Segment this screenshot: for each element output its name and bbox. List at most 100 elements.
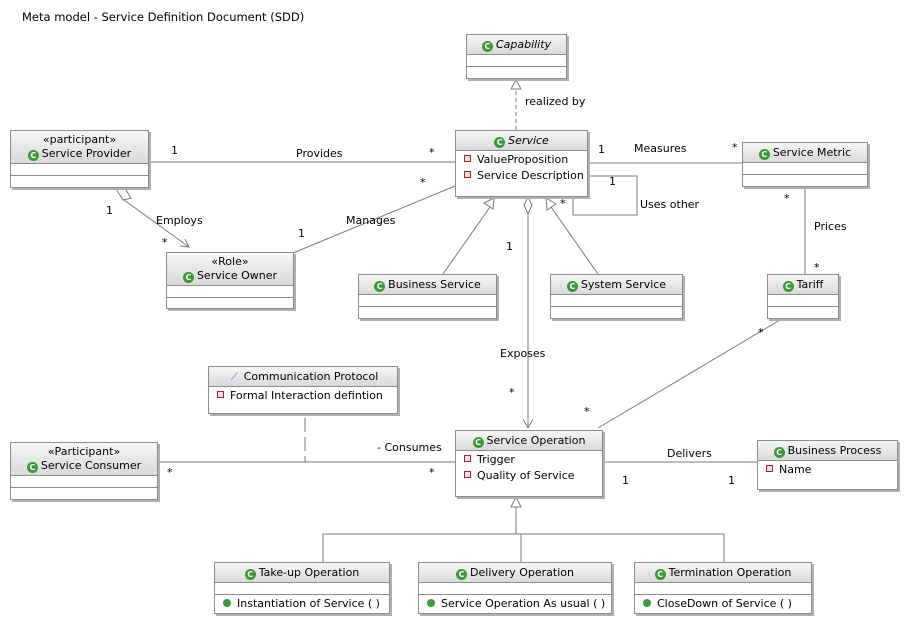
operation-generalization-arrow (510, 495, 522, 508)
association-class-icon: ⟋ (230, 372, 238, 383)
attribute-icon (766, 465, 773, 472)
operations-compartment (551, 307, 682, 318)
operation: CloseDown of Service ( ) (657, 597, 792, 610)
attribute: Service Description (477, 169, 584, 182)
class-icon: C (374, 281, 386, 292)
manages-multiplicity-source: 1 (298, 227, 305, 240)
measures-multiplicity-target: * (732, 141, 738, 154)
provides-multiplicity-source: 1 (171, 144, 178, 157)
stereotype: «Participant» (47, 445, 121, 458)
communication-protocol-class[interactable]: ⟋ Communication Protocol Formal Interacti… (208, 366, 398, 414)
class-name: Service Owner (196, 269, 278, 282)
realized-by-label: realized by (525, 95, 586, 108)
attributes-compartment: Name (758, 461, 897, 479)
operation: Service Operation As usual ( ) (441, 597, 606, 610)
operations-compartment: CloseDown of Service ( ) (635, 595, 811, 613)
provides-label: Provides (296, 147, 343, 160)
delivers-label: Delivers (667, 447, 712, 460)
consumes-multiplicity-source: * (167, 466, 173, 479)
class-name: Capability (495, 38, 552, 51)
attribute: Trigger (477, 453, 515, 466)
class-name: Service Consumer (40, 459, 142, 472)
employs-line (123, 199, 190, 248)
operations-compartment (11, 176, 148, 187)
diagram-title: Meta model - Service Definition Document… (22, 10, 305, 24)
attributes-compartment: ValueProposition Service Description (456, 151, 587, 185)
class-name: Service Metric (772, 146, 852, 159)
attributes-compartment (359, 295, 496, 307)
class-icon: C (782, 281, 794, 292)
consumes-label: - Consumes (377, 441, 442, 454)
class-icon: C (566, 281, 578, 292)
exposes-arrowhead (522, 418, 534, 430)
class-icon: C (481, 41, 493, 52)
consumes-multiplicity-target: * (429, 466, 435, 479)
manages-multiplicity-target: * (420, 176, 426, 189)
class-name: Communication Protocol (243, 370, 379, 383)
measures-multiplicity-source: 1 (598, 143, 605, 156)
attribute-icon (464, 171, 471, 178)
attributes-compartment (11, 476, 157, 488)
attributes-compartment: Trigger Quality of Service (456, 451, 602, 485)
class-name: Service Provider (41, 147, 132, 160)
employs-diamond (115, 186, 132, 201)
delivers-multiplicity-target: 1 (728, 474, 735, 487)
prices-multiplicity-source: * (784, 192, 790, 205)
class-icon: C (27, 150, 39, 161)
class-icon: C (654, 569, 666, 580)
class-name: Delivery Operation (470, 566, 574, 579)
class-name: Tariff (796, 278, 824, 291)
exposes-diamond (523, 195, 533, 216)
attributes-compartment (551, 295, 682, 307)
class-icon: C (26, 462, 38, 473)
class-icon: C (456, 569, 468, 580)
class-name: Business Service (388, 278, 481, 291)
operations-compartment (167, 298, 293, 309)
tariff-operation-multiplicity-source: * (758, 326, 764, 339)
attribute-icon (464, 471, 471, 478)
attributes-compartment (215, 583, 389, 595)
tariff-operation-multiplicity-target: * (584, 405, 590, 418)
uses-other-multiplicity-target: * (560, 197, 566, 210)
exposes-multiplicity-source: 1 (506, 240, 513, 253)
attribute: ValueProposition (477, 153, 569, 166)
class-name: Business Process (787, 444, 882, 457)
operations-compartment (768, 307, 838, 318)
operation-icon (223, 599, 231, 607)
tariff-operation-line (597, 319, 781, 429)
attribute: Formal Interaction defintion (230, 389, 383, 402)
class-name: Termination Operation (668, 566, 792, 579)
class-icon: C (773, 447, 785, 458)
uses-other-multiplicity-source: 1 (609, 175, 616, 188)
class-name: Service (508, 134, 549, 147)
attribute: Quality of Service (477, 469, 575, 482)
operation-icon (427, 599, 435, 607)
attributes-compartment (743, 163, 867, 175)
attributes-compartment (167, 286, 293, 298)
operations-compartment (11, 488, 157, 499)
exposes-label: Exposes (500, 347, 546, 360)
operations-compartment: Service Operation As usual ( ) (419, 595, 611, 613)
attributes-compartment (419, 583, 611, 595)
attribute-icon (464, 155, 471, 162)
operations-compartment: Instantiation of Service ( ) (215, 595, 389, 613)
system-service-generalization (550, 206, 599, 275)
delivers-multiplicity-source: 1 (622, 474, 629, 487)
manages-line (292, 185, 456, 254)
uses-other-line (572, 175, 638, 216)
